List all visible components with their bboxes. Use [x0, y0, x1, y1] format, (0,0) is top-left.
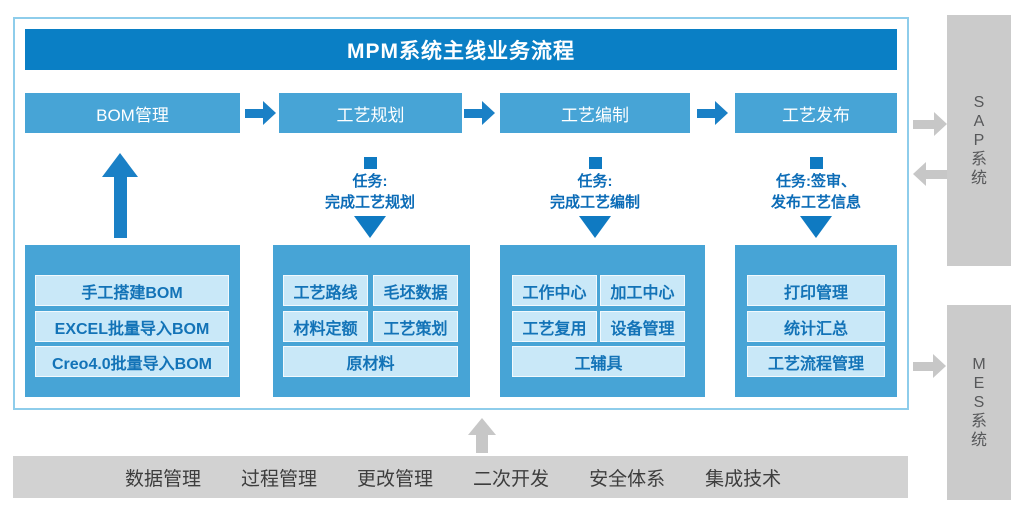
task-arrow-stem-icon	[809, 157, 823, 169]
flow-stage-label: 工艺发布	[782, 105, 850, 125]
module-item: 工辅具	[512, 346, 685, 377]
module-item: 手工搭建BOM	[35, 275, 229, 306]
foundation-item: 集成技术	[705, 468, 782, 490]
flow-stage-label: 工艺编制	[561, 105, 629, 125]
foundation-up-arrow-icon	[468, 418, 496, 453]
module-item: 设备管理	[600, 311, 685, 342]
task-down-arrow-icon	[354, 216, 386, 238]
task-line2: 完成工艺规划	[324, 194, 415, 211]
module-item: 原材料	[283, 346, 458, 377]
foundation-item: 安全体系	[589, 468, 666, 490]
module-item: 加工中心	[600, 275, 685, 306]
flow-stage-label: 工艺规划	[336, 105, 405, 125]
foundation-item: 过程管理	[241, 468, 318, 490]
task-line1: 任务:	[352, 173, 388, 190]
module-item: 工作中心	[512, 275, 597, 306]
to-sap-arrow-icon	[913, 112, 947, 136]
foundation-bar: 数据管理 过程管理 更改管理 二次开发 安全体系 集成技术	[13, 456, 908, 498]
task-release: 任务:签审、 发布工艺信息	[736, 157, 896, 238]
flow-stage-bom: BOM管理	[25, 93, 240, 133]
from-sap-arrow-icon	[913, 162, 947, 186]
flow-stage-release: 工艺发布	[735, 93, 897, 133]
diagram-title-banner: MPM系统主线业务流程	[25, 29, 897, 70]
module-item: 工艺策划	[373, 311, 458, 342]
module-group-bom: 手工搭建BOM EXCEL批量导入BOM Creo4.0批量导入BOM	[25, 245, 240, 397]
flow-arrow-icon	[464, 101, 495, 125]
module-group-release: 打印管理 统计汇总 工艺流程管理	[735, 245, 897, 397]
flow-arrow-icon	[697, 101, 728, 125]
foundation-item: 二次开发	[473, 468, 550, 490]
module-group-authoring: 工作中心 加工中心 工艺复用 设备管理 工辅具	[500, 245, 705, 397]
module-item: Creo4.0批量导入BOM	[35, 346, 229, 377]
diagram-title: MPM系统主线业务流程	[347, 39, 575, 63]
flow-stage-authoring: 工艺编制	[500, 93, 690, 133]
flow-stage-planning: 工艺规划	[279, 93, 462, 133]
module-group-planning: 工艺路线 毛坯数据 材料定额 工艺策划 原材料	[273, 245, 470, 397]
task-arrow-stem-icon	[588, 157, 602, 169]
task-down-arrow-icon	[800, 216, 832, 238]
task-line2: 发布工艺信息	[770, 194, 861, 211]
foundation-item: 数据管理	[125, 468, 202, 490]
task-planning: 任务: 完成工艺规划	[290, 157, 450, 238]
bom-upload-arrow-icon	[102, 153, 138, 238]
flow-arrow-icon	[245, 101, 276, 125]
module-item: 工艺复用	[512, 311, 597, 342]
module-item: EXCEL批量导入BOM	[35, 311, 229, 342]
module-item: 打印管理	[747, 275, 885, 306]
module-item: 材料定额	[283, 311, 368, 342]
module-item: 统计汇总	[747, 311, 885, 342]
to-mes-arrow-icon	[913, 354, 946, 378]
task-line1: 任务:签审、	[775, 173, 856, 190]
task-authoring: 任务: 完成工艺编制	[515, 157, 675, 238]
module-item: 毛坯数据	[373, 275, 458, 306]
foundation-item: 更改管理	[357, 468, 434, 490]
module-item: 工艺路线	[283, 275, 368, 306]
task-arrow-stem-icon	[363, 157, 377, 169]
task-line1: 任务:	[577, 173, 613, 190]
task-line2: 完成工艺编制	[549, 194, 640, 211]
task-down-arrow-icon	[579, 216, 611, 238]
module-item: 工艺流程管理	[747, 346, 885, 377]
flow-stage-label: BOM管理	[96, 105, 169, 125]
